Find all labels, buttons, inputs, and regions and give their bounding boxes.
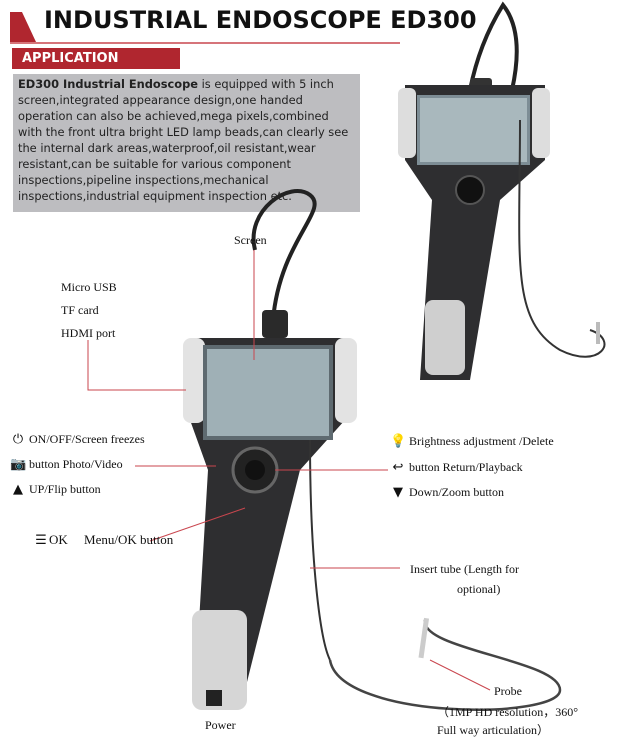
label-return-button: ↩ button Return/Playback <box>390 460 523 475</box>
label-micro-usb: Micro USB <box>61 280 117 294</box>
bulb-icon: 💡 <box>390 434 407 449</box>
product-name: ED300 Industrial Endoscope <box>18 77 198 91</box>
label-menu-button: ☰OK Menu/OK button <box>33 532 173 548</box>
page-title: INDUSTRIAL ENDOSCOPE ED300 <box>44 6 477 34</box>
callout-lines <box>87 250 491 691</box>
header-decoration <box>10 12 400 44</box>
label-power: Power <box>205 718 236 732</box>
label-text: Menu/OK button <box>84 532 174 547</box>
label-text: button Photo/Video <box>29 457 123 471</box>
label-up-button: ▲ UP/Flip button <box>10 482 101 497</box>
label-power-button: ⏻ ON/OFF/Screen freezes <box>10 432 145 447</box>
label-insert-tube-line1: Insert tube (Length for <box>410 562 519 576</box>
camera-icon: 📷 <box>10 457 27 472</box>
label-text: UP/Flip button <box>29 482 101 496</box>
label-hdmi-port: HDMI port <box>61 326 116 340</box>
label-probe-spec-line2: Full way articulation） <box>437 723 549 737</box>
label-probe-spec-line1: （1MP HD resolution，360° <box>437 705 579 719</box>
endoscope-device-back-view <box>398 1 606 380</box>
label-insert-tube-line2: optional) <box>457 582 501 596</box>
triangle-up-icon: ▲ <box>13 482 23 497</box>
label-text: ON/OFF/Screen freezes <box>29 432 145 446</box>
label-probe: Probe <box>494 684 522 698</box>
label-tf-card: TF card <box>61 303 99 317</box>
return-icon: ↩ <box>392 460 404 475</box>
menu-icon-text: OK <box>49 532 68 547</box>
label-photo-button: 📷 button Photo/Video <box>10 457 123 472</box>
application-description: ED300 Industrial Endoscope is equipped w… <box>13 74 360 212</box>
section-heading-application: APPLICATION <box>12 48 180 69</box>
power-icon: ⏻ <box>12 432 24 447</box>
triangle-down-icon: ▼ <box>393 485 403 500</box>
label-down-button: ▼ Down/Zoom button <box>390 485 504 500</box>
endoscope-device-front-view <box>183 189 562 711</box>
label-text: button Return/Playback <box>409 460 523 474</box>
label-text: Brightness adjustment /Delete <box>409 434 554 448</box>
description-text: is equipped with 5 inch screen,integrate… <box>18 77 349 203</box>
menu-icon: ☰ <box>35 533 47 548</box>
label-brightness-button: 💡 Brightness adjustment /Delete <box>390 434 554 449</box>
label-text: Down/Zoom button <box>409 485 504 499</box>
label-screen: Screen <box>234 233 267 247</box>
